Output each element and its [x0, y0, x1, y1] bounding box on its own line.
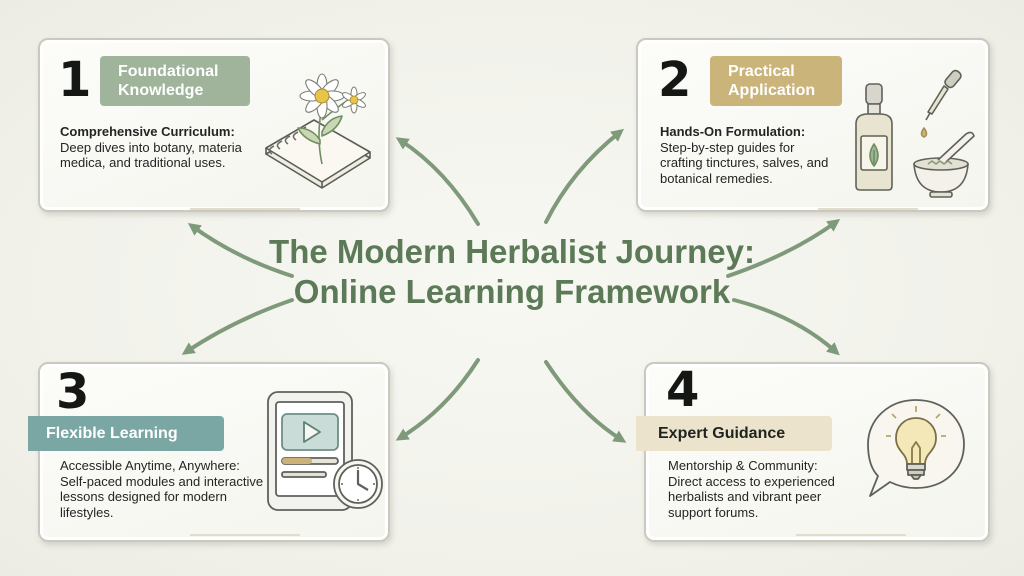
dropper-icon — [925, 69, 962, 121]
card-flexible-learning: 3 Flexible Learning Accessible Anytime, … — [28, 362, 390, 542]
step-number: 4 — [666, 362, 700, 418]
chamomile-flower-large — [299, 73, 345, 119]
step-number: 3 — [56, 364, 90, 420]
card-foundational-knowledge: 1 Foundational Knowledge Comprehensive C… — [38, 38, 390, 212]
step-label: Flexible Learning — [28, 416, 224, 451]
mortar-pestle-icon — [913, 131, 975, 198]
card-accent-line — [190, 208, 300, 210]
step-description: Hands-On Formulation: Step-by-step guide… — [660, 124, 840, 186]
step-description: Comprehensive Curriculum: Deep dives int… — [60, 124, 250, 171]
card-accent-line — [796, 534, 906, 536]
card-accent-line — [818, 208, 918, 210]
clock-icon — [333, 459, 383, 509]
step-description: Mentorship & Community: Direct access to… — [668, 458, 868, 520]
step-description: Accessible Anytime, Anywhere: Self-paced… — [60, 458, 280, 520]
play-icon — [303, 421, 321, 443]
step-number: 2 — [658, 52, 692, 108]
step-heading: Comprehensive Curriculum: — [60, 124, 235, 139]
step-heading: Mentorship & Community: — [668, 458, 818, 473]
tincture-bottle-icon — [855, 83, 893, 191]
step-label: Practical Application — [710, 56, 842, 106]
step-text: Step-by-step guides for crafting tinctur… — [660, 139, 829, 186]
step-label: Foundational Knowledge — [100, 56, 250, 106]
step-label: Expert Guidance — [636, 416, 832, 451]
tincture-mortar-icon — [855, 69, 975, 198]
tablet-clock-icon — [267, 391, 383, 511]
droplet-icon — [920, 127, 928, 138]
step-heading: Accessible Anytime, Anywhere: — [60, 458, 240, 473]
card-practical-application: 2 Practical Application Hands-On Formula… — [636, 38, 990, 212]
arrow-to-card-3-upper — [181, 298, 294, 355]
step-text: Deep dives into botany, materia medica, … — [60, 139, 242, 171]
notebook-chamomile-icon — [265, 73, 371, 189]
chamomile-flower-small — [342, 86, 366, 114]
arrow-to-card-2-lower — [726, 218, 841, 278]
arrow-to-card-4-upper — [732, 298, 840, 356]
step-text: Self-paced modules and interactive lesso… — [60, 473, 264, 520]
arrow-to-card-3-lower — [395, 358, 480, 441]
card-expert-guidance: 4 Expert Guidance Mentorship & Community… — [636, 362, 990, 542]
arrow-to-card-2-upper — [544, 128, 625, 224]
arrow-to-card-1-lower — [187, 222, 294, 278]
lightbulb-speech-icon — [867, 399, 965, 497]
card-accent-line — [190, 534, 300, 536]
lightbulb-icon — [886, 406, 946, 480]
step-number: 1 — [58, 52, 92, 108]
step-text: Direct access to experienced herbalists … — [668, 473, 835, 520]
tablet-icon — [267, 391, 353, 511]
step-heading: Hands-On Formulation: — [660, 124, 806, 139]
arrow-to-card-4-lower — [544, 360, 627, 443]
arrow-to-card-1-upper — [395, 137, 480, 226]
diagram-title: The Modern Herbalist Journey: Online Lea… — [269, 233, 755, 310]
